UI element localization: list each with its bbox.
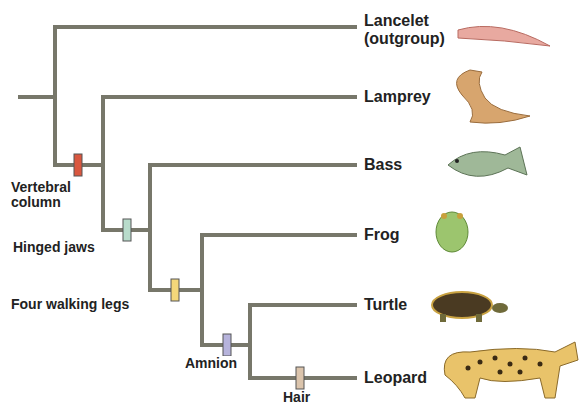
label: Amnion: [184, 356, 238, 371]
frog-drawing: [436, 212, 468, 252]
label: Four walking legs: [10, 297, 130, 312]
label: Hinged jaws: [12, 240, 96, 255]
label: Hair: [282, 390, 311, 405]
label: Leopard: [363, 369, 428, 387]
label: Lancelet (outgroup): [363, 12, 457, 47]
lancelet-drawing: [458, 26, 550, 46]
bass-drawing: [448, 147, 527, 176]
label: Bass: [363, 156, 403, 174]
leopard-drawing: [444, 342, 578, 398]
lamprey-drawing: [457, 70, 530, 123]
label: Turtle: [363, 296, 408, 314]
label: Frog: [363, 226, 401, 244]
turtle-drawing: [432, 292, 508, 322]
trait-markers: [74, 154, 304, 389]
label: Lamprey: [363, 88, 432, 106]
label: Vertebral column: [10, 180, 92, 211]
